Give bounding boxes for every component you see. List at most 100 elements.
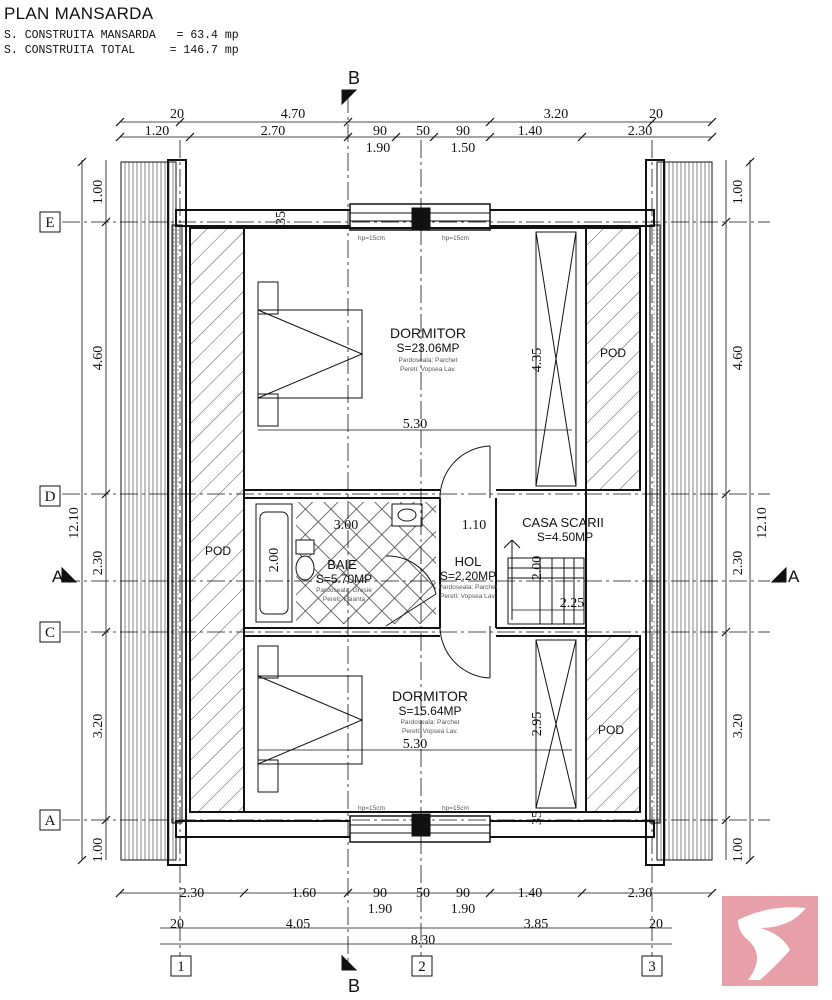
plan-label: S=5.70MP	[316, 572, 372, 586]
plan-label: Pereti: Vopsea Lav.	[400, 366, 456, 373]
plan-label: 2.00	[267, 548, 282, 573]
plan-label: S=23.06MP	[396, 341, 459, 355]
plan-label: 2.30	[91, 551, 106, 576]
plan-label: 1.10	[462, 518, 487, 533]
plan-label: 1.50	[451, 141, 476, 156]
plan-label: Pereti: Faianta	[323, 596, 366, 603]
plan-label: 1.00	[731, 180, 746, 205]
plan-label: 1.60	[292, 886, 317, 901]
plan-label: 2.70	[261, 124, 286, 139]
plan-label: S=4.50MP	[537, 530, 593, 544]
plan-label: 1	[177, 959, 185, 975]
bathtub-icon	[255, 503, 293, 623]
plan-label: A	[45, 813, 56, 829]
plan-label: 2.25	[560, 596, 585, 611]
plan-label: 20	[649, 107, 663, 122]
interior-walls	[243, 227, 587, 813]
section-marker-a-right	[770, 566, 787, 583]
plan-label: DORMITOR	[392, 688, 468, 704]
plan-label: 1.20	[145, 124, 170, 139]
bed-top	[257, 281, 364, 427]
plan-label: 1.90	[366, 141, 391, 156]
window-bottom	[349, 813, 491, 843]
plan-label: 1.40	[518, 886, 543, 901]
plan-label: 2.30	[180, 886, 205, 901]
pod-zone-right-top	[585, 227, 641, 491]
plan-label: 3.20	[544, 107, 569, 122]
plan-label: 90	[456, 886, 470, 901]
plan-label: POD	[598, 723, 624, 737]
plan-label: 3.20	[731, 714, 746, 739]
plan-header: PLAN MANSARDA S. CONSTRUITA MANSARDA = 6…	[4, 4, 239, 58]
plan-label: BAIE	[327, 557, 357, 572]
plan-label: Pereti: Vopsea Lav.	[402, 728, 458, 735]
plan-label: D	[45, 489, 56, 505]
plan-label: A	[52, 567, 64, 586]
grid-lines	[62, 95, 770, 965]
plan-label: 1.90	[368, 902, 393, 917]
bed-bottom	[257, 645, 364, 793]
plan-label: Pardoseala: Parchet	[401, 719, 460, 726]
dimension-texts: 20 4.70 3.20 20 1.20 2.70 90 50 90 1.40 …	[67, 107, 770, 948]
plan-label: hp=15cm	[442, 805, 469, 812]
dimension-lines	[81, 121, 751, 945]
door-bathroom	[385, 555, 437, 627]
plan-label: S=2.20MP	[440, 569, 496, 583]
room-labels: DORMITOR S=23.06MP Pardoseala: Parchet P…	[205, 325, 626, 737]
plan-label: 2.30	[731, 551, 746, 576]
plan-label: hp=15cm	[358, 235, 385, 242]
plan-label: 1.00	[731, 838, 746, 863]
plan-label: 20	[170, 107, 184, 122]
plan-label: Pardoseala: Parchet	[399, 357, 458, 364]
plan-label: 90	[373, 886, 387, 901]
plan-label: 20	[170, 917, 184, 932]
plan-label: 5.30	[403, 417, 428, 432]
plan-label: HOL	[455, 554, 482, 569]
plan-label: 3.00	[334, 518, 359, 533]
plan-label: 5.30	[403, 737, 428, 752]
plan-label: 2	[418, 959, 426, 975]
plan-label: 3.20	[91, 714, 106, 739]
plan-label: 1.00	[91, 180, 106, 205]
door-bedroom-bottom	[439, 625, 491, 679]
plan-label: 1.00	[91, 838, 106, 863]
window-notes: hp=15cm hp=15cm hp=15cm hp=15cm	[358, 235, 469, 812]
door-bedroom-top	[439, 445, 491, 499]
plan-label: 2.95	[530, 712, 545, 737]
plan-label: 35	[274, 211, 289, 225]
plan-label: 90	[456, 124, 470, 139]
roof-overhang-right	[656, 161, 713, 861]
plan-label: DORMITOR	[390, 325, 466, 341]
dimension-ticks	[77, 117, 755, 898]
plan-label: CASA SCARII	[522, 515, 604, 530]
plan-label: 20	[649, 917, 663, 932]
section-marker-a-left	[61, 566, 78, 583]
section-marker-b-bottom	[341, 954, 358, 971]
bird-logo-icon	[722, 896, 818, 986]
plan-label: 4.60	[731, 346, 746, 371]
plan-label: Pardoseala: Parchet	[439, 584, 498, 591]
plan-label: B	[348, 68, 360, 88]
plan-label: B	[348, 976, 360, 996]
plan-label: 1.90	[451, 902, 476, 917]
plan-label: Pereti: Vopsea Lav.	[440, 593, 496, 600]
plan-label: 3.85	[524, 917, 549, 932]
plan-label: E	[45, 215, 54, 231]
area-mansarda-line: S. CONSTRUITA MANSARDA = 63.4 mp	[4, 29, 239, 42]
plan-label: 2.30	[628, 124, 653, 139]
plan-label: 8.30	[411, 933, 436, 948]
roof-overhang-left	[120, 161, 177, 861]
plan-label: 50	[416, 124, 430, 139]
plan-label: 35	[530, 811, 545, 825]
pod-zone-left	[189, 227, 245, 813]
sink-icon	[391, 503, 423, 527]
grid-bubbles	[39, 211, 663, 977]
grid-label-texts: E D C A 1 2 3 A A B B	[45, 68, 800, 996]
plan-label: hp=15cm	[358, 805, 385, 812]
plan-label: 4.70	[281, 107, 306, 122]
plan-label: 4.05	[286, 917, 311, 932]
plan-label: 12.10	[67, 507, 82, 539]
section-marker-b-top	[341, 89, 358, 106]
plan-label: S=15.64MP	[398, 704, 461, 718]
